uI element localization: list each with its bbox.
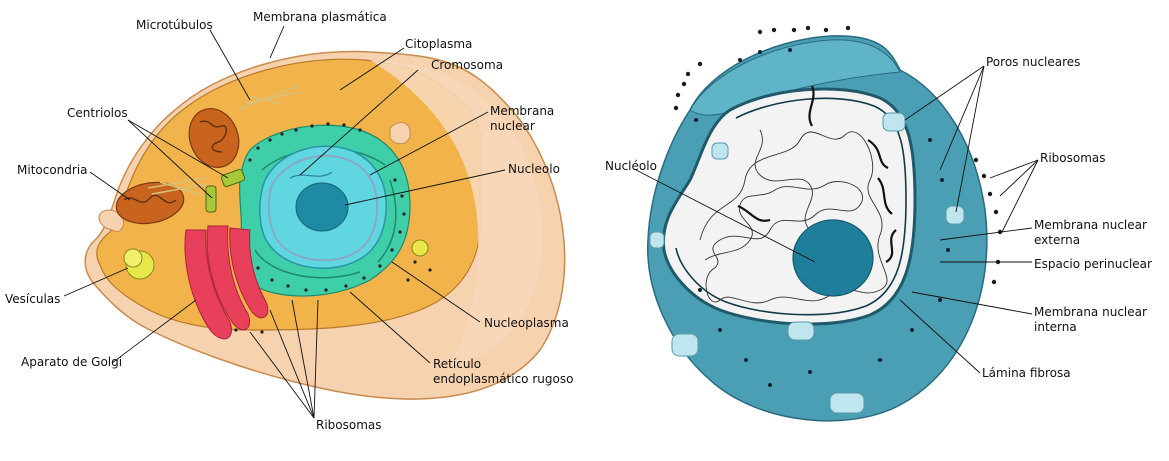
chromatin-dark-4 (737, 204, 771, 222)
label-nucleolo: Nucleolo (508, 162, 560, 176)
label-microtubulos: Microtúbulos (136, 18, 213, 32)
ribosome-dots-right (673, 25, 1003, 387)
chromatin-dark-1 (808, 85, 815, 127)
er-lamella-2 (377, 179, 397, 263)
label-cromosoma: Cromosoma (431, 58, 504, 72)
label-ribosomas-right: Ribosomas (1040, 151, 1106, 165)
label-membrana-externa-l1: Membrana nuclear (1034, 218, 1147, 232)
label-reticulo-l1: Retículo (433, 357, 482, 371)
nucleolus-right (792, 219, 874, 297)
nuclear-lamina (675, 97, 907, 316)
chromatin-dark-5 (877, 177, 893, 215)
er-lamella-3 (254, 249, 361, 279)
nuclear-pores (649, 112, 965, 414)
label-lamina-fibrosa: Lámina fibrosa (982, 366, 1071, 380)
mitochondria (115, 108, 240, 225)
label-poros-nucleares: Poros nucleares (986, 55, 1081, 69)
cytoplasm-highlight (370, 60, 543, 365)
label-membrana-plasmatica: Membrana plasmática (253, 10, 387, 24)
nuclear-envelope (267, 154, 379, 262)
right-leader-lines (635, 65, 1039, 374)
chromatin-dark-3 (885, 229, 897, 263)
vesicles (123, 239, 429, 280)
centrioles (205, 168, 246, 213)
chromatin-dark-2 (867, 139, 889, 169)
label-citoplasma: Citoplasma (405, 37, 473, 51)
nucleus-cutaway (635, 25, 1039, 422)
left-leader-lines (63, 25, 506, 419)
label-membrana-nuclear-l2: nuclear (490, 119, 535, 133)
chromosome (289, 171, 333, 179)
label-membrana-nuclear-l1: Membrana (490, 104, 555, 118)
nucleolus (295, 182, 349, 232)
label-mitocondria: Mitocondria (17, 163, 88, 177)
label-vesiculas: Vesículas (5, 292, 61, 306)
label-nucleoplasma: Nucleoplasma (484, 316, 569, 330)
label-espacio-perinuclear: Espacio perinuclear (1034, 257, 1152, 271)
label-membrana-externa-l2: externa (1034, 233, 1081, 247)
label-reticulo-l2: endoplasmático rugoso (433, 372, 574, 386)
label-membrana-interna-l1: Membrana nuclear (1034, 305, 1147, 319)
animal-cell (63, 25, 566, 419)
membrane-notch (389, 121, 411, 145)
membrane-notch-lower (98, 209, 125, 233)
label-centriolos: Centriolos (67, 106, 128, 120)
label-nucleolo-right: Nucléolo (605, 159, 657, 173)
label-ribosomas-left: Ribosomas (316, 418, 382, 432)
golgi-apparatus (184, 225, 269, 340)
label-aparato-golgi: Aparato de Golgi (21, 355, 123, 369)
label-membrana-interna-l2: interna (1034, 320, 1077, 334)
chromatin (699, 131, 888, 304)
